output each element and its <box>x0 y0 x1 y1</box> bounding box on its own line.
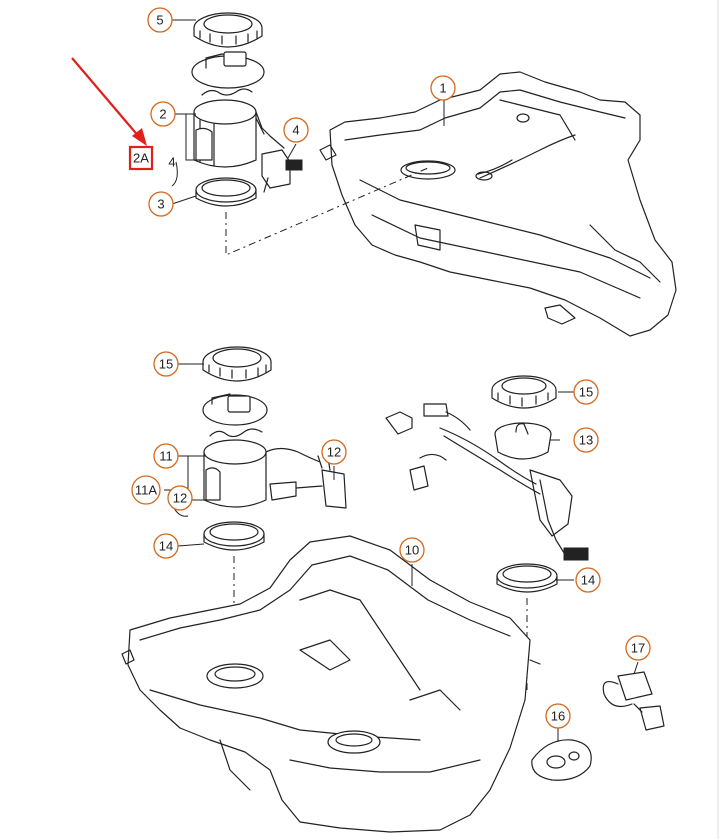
callout-1: 1 <box>430 75 456 101</box>
callout-2: 2 <box>150 101 176 127</box>
callout-17-label: 17 <box>631 641 645 656</box>
callout-4-small: 4 <box>168 155 175 170</box>
callout-12-label: 12 <box>327 445 341 460</box>
callout-13-label: 13 <box>579 433 593 448</box>
callout-5: 5 <box>147 7 173 33</box>
assembly-line-top <box>225 167 429 256</box>
callout-4-small-label: 4 <box>168 155 175 170</box>
callout-4-label: 4 <box>292 123 299 138</box>
callout-12-small-label: 12 <box>173 491 187 506</box>
callout-12: 12 <box>321 439 347 465</box>
callout-11-label: 11 <box>159 449 173 464</box>
seal-ring-3 <box>195 177 257 207</box>
seal-ring-14-left <box>203 521 265 551</box>
callout-16: 16 <box>545 703 571 729</box>
callout-10-label: 10 <box>405 543 419 558</box>
callout-2-label: 2 <box>159 107 166 122</box>
callout-14-left: 14 <box>153 533 179 559</box>
callout-3: 3 <box>148 191 174 217</box>
fuel-tank-bottom <box>121 535 541 833</box>
assembly-line-right <box>353 598 528 743</box>
callout-10: 10 <box>399 537 425 563</box>
callout-14-left-label: 14 <box>159 539 173 554</box>
fuel-pump-11 <box>202 393 321 508</box>
callout-2a-label: 2A <box>133 151 149 166</box>
callout-12-small: 12 <box>167 485 193 511</box>
callout-14-right-label: 14 <box>581 573 595 588</box>
fuel-pump-2 <box>191 51 285 168</box>
fuel-gauge-sender-12 <box>269 455 347 509</box>
callout-11: 11 <box>153 443 179 469</box>
callout-1-label: 1 <box>439 81 446 96</box>
callout-17: 17 <box>625 635 651 661</box>
callout-2a: 2A <box>128 145 154 171</box>
callout-3-label: 3 <box>157 197 164 212</box>
fuel-tank-top <box>319 71 677 337</box>
callout-16-label: 16 <box>551 709 565 724</box>
callout-4: 4 <box>283 117 309 143</box>
callout-11a: 11A <box>131 475 161 505</box>
callout-14-right: 14 <box>575 567 601 593</box>
red-arrow-annotation <box>71 57 147 146</box>
fuel-level-unit-13 <box>385 403 589 561</box>
locking-ring-5 <box>193 12 263 48</box>
seal-ring-14-right <box>496 563 558 593</box>
connector-17 <box>602 671 665 731</box>
callout-13: 13 <box>573 427 599 453</box>
locking-ring-15-right <box>491 375 557 409</box>
callout-11a-label: 11A <box>135 483 157 498</box>
callout-15-right-label: 15 <box>579 385 593 400</box>
callout-15-left-label: 15 <box>159 357 173 372</box>
callout-15-right: 15 <box>573 379 599 405</box>
callout-5-label: 5 <box>156 13 163 28</box>
seal-plate-16 <box>531 739 592 781</box>
fuel-gauge-sender-4 <box>261 149 303 193</box>
locking-ring-15-left <box>202 346 272 382</box>
callout-15-left: 15 <box>153 351 179 377</box>
